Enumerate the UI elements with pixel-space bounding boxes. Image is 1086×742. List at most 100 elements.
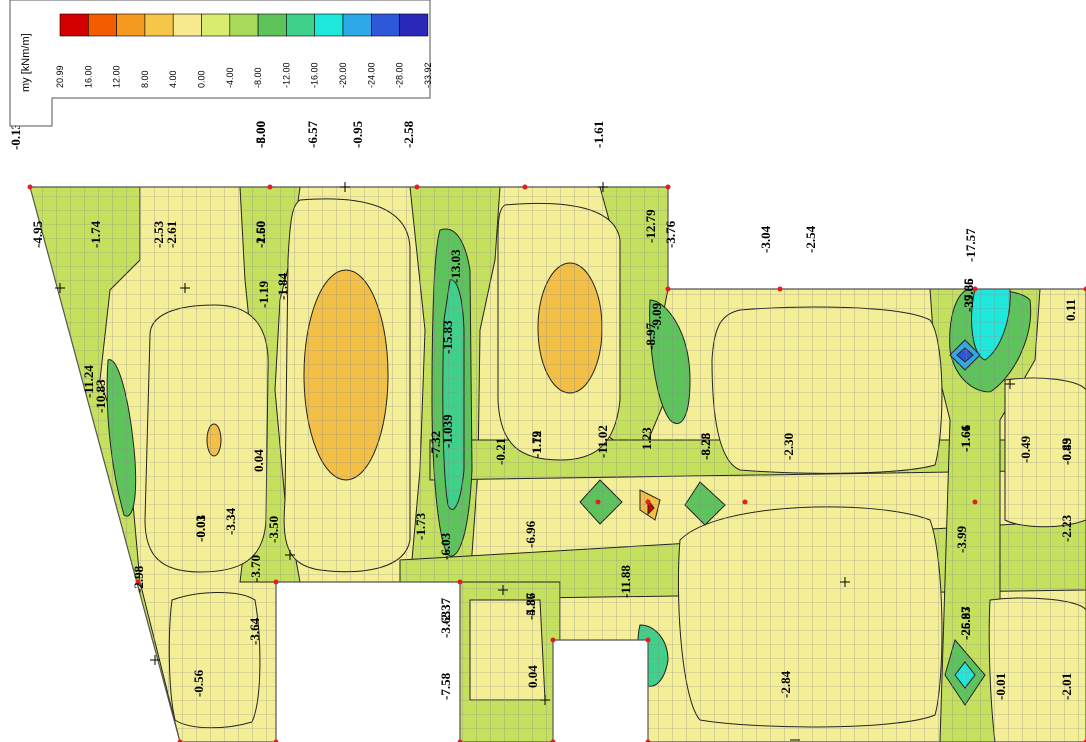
moment-labels: -0.13 -5.00-8.00 -6.57 -0.95 -2.58 -1.61 -4.95… [8, 120, 1078, 700]
moment-label: -11.88 [618, 565, 633, 598]
moment-label: -39.86 [961, 278, 976, 312]
moment-label: -25.87 [958, 606, 973, 640]
legend-value: -4.00 [225, 67, 235, 88]
moment-label: -5.87 [523, 592, 538, 620]
moment-label: -0.89 [1059, 437, 1074, 465]
moment-label: -2.50 [253, 221, 268, 248]
moment-label: -1.19 [256, 280, 271, 308]
moment-label: -2.61 [164, 221, 179, 248]
moment-label: -2.01 [1059, 673, 1074, 700]
moment-label: -0.01 [993, 673, 1008, 700]
moment-label: -10.83 [93, 379, 108, 413]
legend-value: 8.00 [140, 70, 150, 88]
moment-label: -0.21 [493, 438, 508, 465]
legend-swatch [370, 13, 400, 37]
moment-label: -3.50 [266, 516, 281, 543]
moment-label: -37.65 [961, 278, 976, 312]
moment-label: -1.73 [413, 512, 428, 540]
legend-swatch [144, 13, 174, 37]
moment-label: -5.00 [253, 121, 268, 148]
moment-label: -6.03 [438, 532, 453, 560]
moment-label: -15.83 [440, 320, 455, 354]
moment-label: -11.02 [595, 425, 610, 458]
moment-label: -3.04 [758, 225, 773, 253]
legend-swatch [257, 13, 287, 37]
moment-label: -1.61 [958, 425, 973, 452]
moment-label: -0.03 [193, 514, 208, 542]
moment-label: -2.37 [438, 597, 453, 625]
moment-label: -8.25 [698, 432, 713, 460]
moment-label: -8.00 [253, 121, 268, 148]
legend-swatches [59, 13, 429, 37]
moment-label: -9.09 [649, 302, 664, 330]
legend-swatch [286, 13, 315, 37]
legend-value: -8.00 [253, 67, 263, 88]
moment-label: -2.54 [803, 225, 818, 253]
moment-label: -7.32 [428, 431, 443, 458]
moment-label: -1.19 [529, 430, 544, 458]
legend-swatch [314, 13, 344, 37]
legend-value: -24.00 [366, 62, 376, 88]
moment-label: -1.84 [275, 272, 290, 300]
legend: my [kNm/m] 20.99 16.00 12.00 8.00 4.00 0.00 -4… [9, 0, 433, 127]
moment-label: -8.97 [643, 322, 658, 350]
legend-swatch [342, 13, 372, 37]
moment-label: -0.95 [350, 120, 365, 148]
moment-label: -2.84 [778, 670, 793, 698]
legend-swatch [88, 13, 117, 37]
moment-label: -3.70 [248, 555, 263, 582]
moment-label: 0.04 [251, 449, 266, 472]
legend-value: 12.00 [112, 65, 122, 88]
moment-label: -1.61 [591, 121, 606, 148]
moment-label: -0.13 [8, 122, 23, 150]
legend-title: my [kNm/m] [20, 33, 32, 92]
moment-label: -0.01 [193, 515, 208, 542]
moment-label: -3.63 [438, 610, 453, 638]
moment-label: -12.79 [643, 209, 658, 243]
moment-label: -3.64 [247, 617, 262, 645]
moment-label: -0.56 [191, 669, 206, 697]
moment-label: -0.43 [1059, 437, 1074, 465]
moment-label: -6.96 [523, 520, 538, 548]
fe-mesh [30, 187, 1086, 742]
moment-label: -2.53 [151, 220, 166, 248]
moment-label: 0.04 [525, 665, 540, 688]
legend-swatch [116, 13, 146, 37]
support-nodes [27, 184, 1086, 742]
moment-label: -0.49 [1018, 435, 1033, 463]
legend-value: -16.00 [310, 62, 320, 88]
moment-label: -8.28 [698, 432, 713, 460]
moment-label: -2.58 [401, 120, 416, 148]
node-crosses [55, 182, 1015, 741]
moment-label: -2.98 [131, 565, 146, 593]
moment-label: 0.11 [1063, 299, 1078, 321]
moment-label: -13.03 [448, 249, 463, 283]
legend-swatch [201, 13, 231, 37]
moment-label: -7.58 [438, 672, 453, 700]
moment-label: -17.57 [963, 228, 978, 262]
legend-value: -33.92 [423, 62, 433, 88]
legend-swatch [172, 13, 202, 37]
legend-swatch [399, 13, 429, 37]
legend-value: 16.00 [83, 65, 93, 88]
legend-value: -28.00 [395, 62, 405, 88]
moment-label: -2.30 [781, 433, 796, 460]
moment-label: -4.95 [30, 220, 45, 248]
moment-label: 1.23 [639, 427, 654, 450]
legend-value: 4.00 [168, 70, 178, 88]
legend-value: -12.00 [281, 62, 291, 88]
moment-label: -3.76 [663, 220, 678, 248]
legend-swatch [229, 13, 259, 37]
moment-label: -4.36 [523, 592, 538, 620]
slab-body [30, 187, 1086, 742]
legend-value: -20.00 [338, 62, 348, 88]
moment-label: -1.66 [958, 424, 973, 452]
legend-swatch [59, 13, 89, 37]
moment-label: -6.57 [305, 120, 320, 148]
moment-label: -2.23 [1059, 514, 1074, 542]
moment-label: -1.039 [440, 414, 455, 448]
moment-label: -3.34 [223, 507, 238, 535]
legend-value: 20.99 [55, 65, 65, 88]
legend-value: 0.00 [197, 70, 207, 88]
